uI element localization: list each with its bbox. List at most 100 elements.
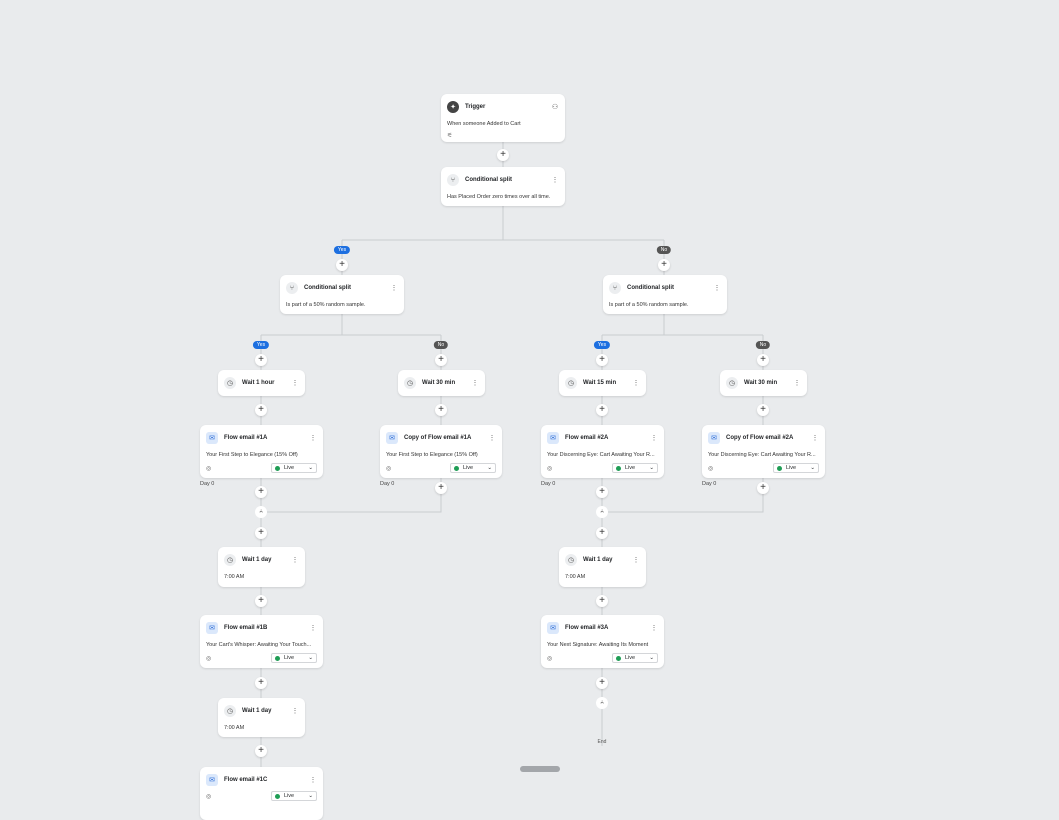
node-header: ✉Flow email #2A⋮ — [547, 432, 658, 444]
add-step-button[interactable]: + — [255, 486, 267, 498]
add-step-button[interactable]: + — [596, 677, 608, 689]
add-step-button[interactable]: + — [596, 595, 608, 607]
more-menu-icon[interactable]: ⋮ — [793, 380, 801, 387]
email-node[interactable]: ✉Copy of Flow email #2A⋮Your Discerning … — [702, 425, 825, 478]
more-menu-icon[interactable]: ⋮ — [632, 380, 640, 387]
add-step-button[interactable]: + — [336, 259, 348, 271]
node-description: Your Next Signature: Awaiting Its Moment — [547, 642, 649, 648]
node-title: Copy of Flow email #1A — [404, 435, 472, 441]
status-dropdown[interactable]: Live⌄ — [612, 653, 658, 663]
wait-node[interactable]: ◷Wait 30 min⋮ — [720, 370, 807, 396]
more-menu-icon[interactable]: ⋮ — [309, 777, 317, 784]
email-icon: ✉ — [206, 622, 218, 634]
trigger-node[interactable]: ✦Trigger⚇When someone Added to Cart⚟ — [441, 94, 565, 142]
email-node[interactable]: ✉Copy of Flow email #1A⋮Your First Step … — [380, 425, 502, 478]
profile-filter-icon[interactable]: ⚇ — [551, 104, 559, 111]
node-title: Wait 1 hour — [242, 380, 275, 386]
clock-icon: ◷ — [726, 377, 738, 389]
chevron-down-icon: ⌄ — [487, 465, 492, 471]
more-menu-icon[interactable]: ⋮ — [291, 557, 299, 564]
more-menu-icon[interactable]: ⋮ — [551, 177, 559, 184]
add-step-button[interactable]: + — [757, 482, 769, 494]
email-node[interactable]: ✉Flow email #3A⋮Your Next Signature: Awa… — [541, 615, 664, 668]
more-menu-icon[interactable]: ⋮ — [650, 435, 658, 442]
more-menu-icon[interactable]: ⋮ — [632, 557, 640, 564]
status-dropdown[interactable]: Live⌄ — [612, 463, 658, 473]
live-status-icon — [616, 655, 621, 661]
more-menu-icon[interactable]: ⋮ — [309, 435, 317, 442]
yes-branch-badge: Yes — [593, 341, 611, 349]
wait-node[interactable]: ◷Wait 15 min⋮ — [559, 370, 646, 396]
node-title: Wait 1 day — [242, 708, 272, 714]
add-step-button[interactable]: + — [435, 404, 447, 416]
email-node[interactable]: ✉Flow email #1A⋮Your First Step to Elega… — [200, 425, 323, 478]
add-step-button[interactable]: + — [757, 404, 769, 416]
clock-icon: ◷ — [224, 705, 236, 717]
split-node[interactable]: ⑂Conditional split⋮Is part of a 50% rand… — [603, 275, 727, 314]
email-node[interactable]: ✉Flow email #1C⋮◎Live⌄ — [200, 767, 323, 820]
node-title: Conditional split — [465, 177, 512, 183]
add-step-button[interactable]: + — [255, 595, 267, 607]
status-dropdown[interactable]: Live⌄ — [271, 791, 317, 801]
day-label: Day 0 — [541, 481, 556, 487]
wait-node[interactable]: ◷Wait 1 day⋮7:00 AM — [218, 698, 305, 737]
node-title: Wait 1 day — [583, 557, 613, 563]
wait-node[interactable]: ◷Wait 1 day⋮7:00 AM — [559, 547, 646, 587]
status-dropdown[interactable]: Live⌄ — [271, 653, 317, 663]
node-footer: ◎ Live⌄ — [206, 791, 317, 801]
node-footer: ◎Live⌄ — [386, 463, 496, 473]
more-menu-icon[interactable]: ⋮ — [650, 625, 658, 632]
split-node[interactable]: ⑂Conditional split⋮Has Placed Order zero… — [441, 167, 565, 206]
add-step-button[interactable]: + — [596, 527, 608, 539]
chevron-down-icon: ⌄ — [810, 465, 815, 471]
add-step-button[interactable]: + — [255, 527, 267, 539]
wait-node[interactable]: ◷Wait 30 min⋮ — [398, 370, 485, 396]
horizontal-scrollbar[interactable] — [520, 766, 560, 772]
node-header: ⑂Conditional split⋮ — [609, 282, 721, 294]
more-menu-icon[interactable]: ⋮ — [309, 625, 317, 632]
more-menu-icon[interactable]: ⋮ — [713, 285, 721, 292]
add-step-button[interactable]: + — [435, 354, 447, 366]
node-footer: ◎Live⌄ — [206, 653, 317, 663]
add-step-button[interactable]: + — [497, 149, 509, 161]
more-menu-icon[interactable]: ⋮ — [390, 285, 398, 292]
node-header: ✉Copy of Flow email #1A⋮ — [386, 432, 496, 444]
email-node[interactable]: ✉Flow email #1B⋮Your Cart's Whisper: Awa… — [200, 615, 323, 668]
wait-node[interactable]: ◷Wait 1 hour⋮ — [218, 370, 305, 396]
add-step-button[interactable]: + — [596, 354, 608, 366]
add-step-button[interactable]: + — [757, 354, 769, 366]
clock-icon: ◷ — [565, 554, 577, 566]
add-step-button[interactable]: + — [596, 404, 608, 416]
analytics-icon: ◎ — [206, 793, 212, 800]
node-title: Flow email #1B — [224, 625, 268, 631]
more-menu-icon[interactable]: ⋮ — [291, 708, 299, 715]
split-node[interactable]: ⑂Conditional split⋮Is part of a 50% rand… — [280, 275, 404, 314]
status-dropdown[interactable]: Live ⌄ — [450, 463, 496, 473]
status-dropdown[interactable]: Live⌄ — [773, 463, 819, 473]
more-menu-icon[interactable]: ⋮ — [811, 435, 819, 442]
status-dropdown[interactable]: Live⌄ — [271, 463, 317, 473]
more-menu-icon[interactable]: ⋮ — [291, 380, 299, 387]
chevron-down-icon: ⌄ — [649, 465, 654, 471]
merge-branch-icon[interactable]: ⑃ — [596, 697, 608, 709]
add-step-button[interactable]: + — [435, 482, 447, 494]
filter-icon: ⚟ — [447, 133, 453, 139]
node-title: Copy of Flow email #2A — [726, 435, 794, 441]
add-step-button[interactable]: + — [255, 354, 267, 366]
add-step-button[interactable]: + — [255, 677, 267, 689]
more-menu-icon[interactable]: ⋮ — [471, 380, 479, 387]
node-footer: ◎Live⌄ — [708, 463, 819, 473]
live-status-icon — [616, 465, 621, 471]
merge-branch-icon[interactable]: ⑃ — [596, 506, 608, 518]
add-step-button[interactable]: + — [255, 745, 267, 757]
status-label: Live — [463, 465, 474, 471]
wait-node[interactable]: ◷Wait 1 day⋮7:00 AM — [218, 547, 305, 587]
chevron-down-icon: ⌄ — [649, 655, 654, 661]
split-icon: ⑂ — [609, 282, 621, 294]
email-node[interactable]: ✉Flow email #2A⋮Your Discerning Eye: Car… — [541, 425, 664, 478]
add-step-button[interactable]: + — [596, 486, 608, 498]
add-step-button[interactable]: + — [658, 259, 670, 271]
add-step-button[interactable]: + — [255, 404, 267, 416]
merge-branch-icon[interactable]: ⑃ — [255, 506, 267, 518]
more-menu-icon[interactable]: ⋮ — [488, 435, 496, 442]
